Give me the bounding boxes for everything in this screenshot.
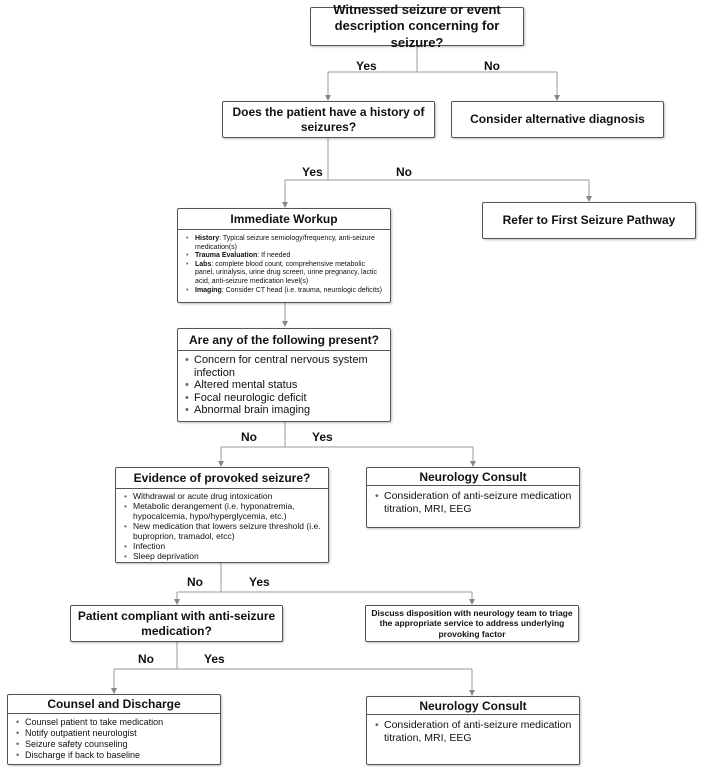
- counsel-item: Counsel patient to take medication: [16, 717, 214, 728]
- workup-item: Trauma Evaluation: If needed: [186, 252, 384, 261]
- provoked-item: Withdrawal or acute drug intoxication: [124, 491, 323, 501]
- counsel-discharge-title: Counsel and Discharge: [8, 695, 220, 714]
- first-seizure-node: Refer to First Seizure Pathway: [482, 202, 696, 239]
- present-item: Focal neurologic deficit: [185, 392, 384, 405]
- provoked-item: Infection: [124, 541, 323, 551]
- neurology-consult-node-2: Neurology Consult Consideration of anti-…: [366, 696, 580, 765]
- alternative-diagnosis-node: Consider alternative diagnosis: [451, 101, 664, 138]
- edge-label-yes: Yes: [302, 165, 323, 179]
- workup-item: History: Typical seizure semiology/frequ…: [186, 235, 384, 252]
- history-question-text: Does the patient have a history of seizu…: [232, 104, 425, 134]
- discuss-disposition-node: Discuss disposition with neurology team …: [365, 605, 579, 642]
- edge-label-no: No: [187, 575, 203, 589]
- first-seizure-text: Refer to First Seizure Pathway: [502, 213, 676, 227]
- provoked-item: Sleep deprivation: [124, 551, 323, 561]
- workup-node: Immediate Workup History: Typical seizur…: [177, 208, 391, 303]
- edge-label-no: No: [138, 652, 154, 666]
- neurology-consult-item: Consideration of anti-seizure medication…: [375, 490, 573, 515]
- start-text: Witnessed seizure or event description c…: [333, 2, 501, 50]
- workup-list: History: Typical seizure semiology/frequ…: [186, 235, 384, 295]
- neurology-consult-node-1: Neurology Consult Consideration of anti-…: [366, 467, 580, 528]
- edge-label-no: No: [396, 165, 412, 179]
- edge-label-no: No: [484, 59, 500, 73]
- edge-label-no: No: [241, 430, 257, 444]
- edge-label-yes: Yes: [249, 575, 270, 589]
- neurology-consult-title-1: Neurology Consult: [367, 468, 579, 486]
- present-item: Altered mental status: [185, 379, 384, 392]
- edge-label-yes: Yes: [312, 430, 333, 444]
- workup-item: Labs: complete blood count, comprehensiv…: [186, 261, 384, 287]
- counsel-item: Discharge if back to baseline: [16, 750, 214, 761]
- provoked-item: New medication that lowers seizure thres…: [124, 521, 323, 541]
- counsel-item: Notify outpatient neurologist: [16, 728, 214, 739]
- present-item: Concern for central nervous system infec…: [185, 354, 384, 379]
- present-item: Abnormal brain imaging: [185, 404, 384, 417]
- provoked-question-node: Evidence of provoked seizure? Withdrawal…: [115, 467, 329, 563]
- workup-item: Imaging: Consider CT head (i.e. trauma, …: [186, 287, 384, 296]
- neurology-consult-title-2: Neurology Consult: [367, 697, 579, 715]
- present-title: Are any of the following present?: [178, 329, 390, 351]
- compliant-question-text: Patient compliant with anti-seizure medi…: [77, 608, 276, 638]
- alternative-diagnosis-text: Consider alternative diagnosis: [470, 112, 645, 126]
- provoked-item: Metabolic derangement (i.e. hyponatremia…: [124, 501, 323, 521]
- counsel-discharge-list: Counsel patient to take medication Notif…: [16, 717, 214, 761]
- start-node: Witnessed seizure or event description c…: [310, 2, 524, 50]
- provoked-title: Evidence of provoked seizure?: [116, 468, 328, 489]
- neurology-consult-list-1: Consideration of anti-seizure medication…: [375, 490, 573, 515]
- edge-label-yes: Yes: [356, 59, 377, 73]
- counsel-discharge-node: Counsel and Discharge Counsel patient to…: [7, 694, 221, 765]
- neurology-consult-list-2: Consideration of anti-seizure medication…: [375, 719, 573, 744]
- provoked-list: Withdrawal or acute drug intoxication Me…: [124, 491, 323, 561]
- compliant-question-node: Patient compliant with anti-seizure medi…: [70, 605, 283, 642]
- present-list: Concern for central nervous system infec…: [185, 354, 384, 417]
- edge-label-yes: Yes: [204, 652, 225, 666]
- present-question-node: Are any of the following present? Concer…: [177, 328, 391, 422]
- neurology-consult-item: Consideration of anti-seizure medication…: [375, 719, 573, 744]
- discuss-disposition-text: Discuss disposition with neurology team …: [371, 607, 573, 639]
- counsel-item: Seizure safety counseling: [16, 739, 214, 750]
- history-question-node: Does the patient have a history of seizu…: [222, 101, 435, 138]
- workup-title: Immediate Workup: [178, 209, 390, 230]
